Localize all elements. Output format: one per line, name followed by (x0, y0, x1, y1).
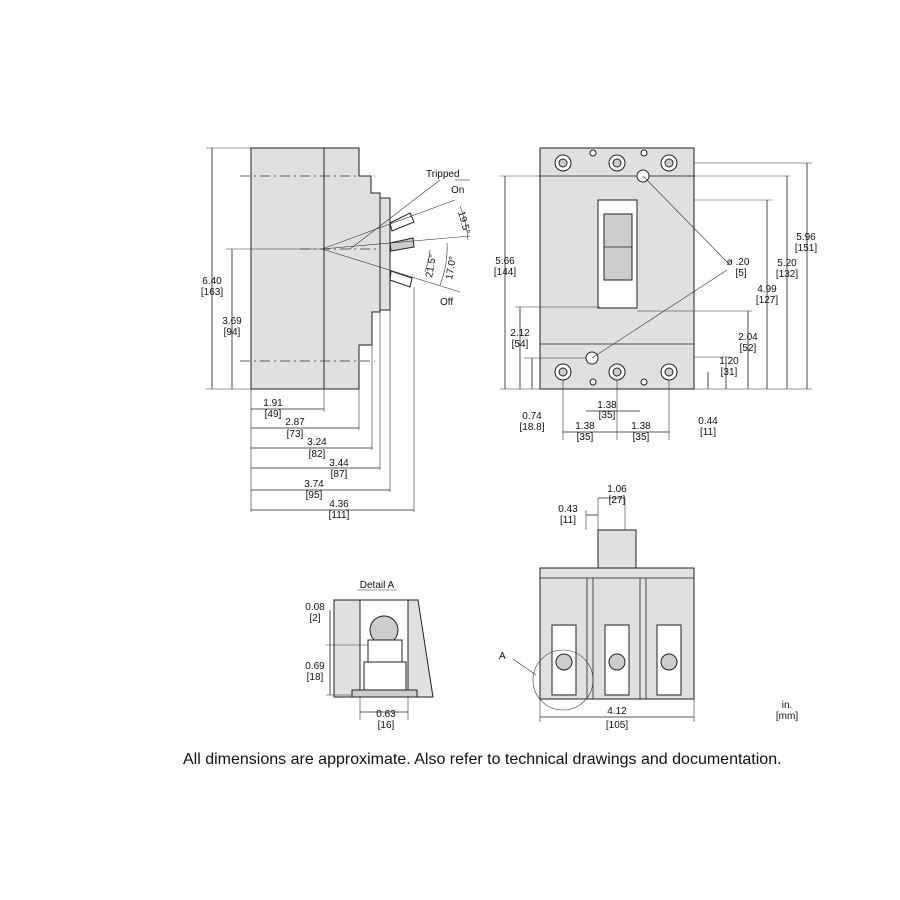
dim-499-in: 4.99 (757, 284, 777, 295)
dim-008-mm: [2] (309, 613, 320, 624)
side-view-base (250, 147, 325, 390)
dim-pitch-left-in: 1.38 (575, 421, 595, 432)
dim-212-mm: [54] (512, 339, 529, 350)
dim-436-in: 4.36 (329, 499, 349, 510)
dim-pitch-mid-in: 1.38 (597, 400, 617, 411)
bottom-view-handle (597, 529, 637, 569)
dim-640-in: 6.40 (202, 276, 222, 287)
dim-043-in: 0.43 (558, 504, 578, 515)
dim-596-mm: [151] (795, 243, 817, 254)
side-view (206, 147, 471, 512)
detail-ref-label: A (499, 651, 506, 662)
dim-hole-mm: [5] (735, 268, 746, 279)
dim-063-in: 0.63 (376, 709, 396, 720)
label-off: Off (440, 297, 453, 308)
side-view-cover (323, 147, 381, 390)
dim-120-in: 1.20 (719, 356, 739, 367)
dim-106-mm: [27] (609, 495, 626, 506)
handle-boss (379, 197, 391, 311)
bottom-view-terminals (551, 624, 682, 696)
dim-pitch-left-mm: [35] (577, 432, 594, 443)
dim-324-in: 3.24 (307, 437, 327, 448)
dim-566-in: 5.66 (495, 256, 515, 267)
dim-287-mm: [73] (287, 429, 304, 440)
dim-212-in: 2.12 (510, 328, 530, 339)
handle-off (389, 270, 413, 288)
dim-044-mm: [11] (700, 427, 716, 438)
handle-tripped (389, 237, 415, 252)
dim-369-in: 3.69 (222, 316, 242, 327)
dim-pitch-right-in: 1.38 (631, 421, 651, 432)
dim-074-mm: [18.8] (519, 422, 544, 433)
dim-436-mm: [111] (329, 510, 350, 521)
dim-324-mm: [82] (309, 449, 326, 460)
dim-369-mm: [94] (224, 327, 241, 338)
dim-374-mm: [95] (306, 490, 323, 501)
dim-063-mm: [16] (378, 720, 395, 731)
label-tripped: Tripped (426, 169, 460, 180)
detail-a-callout-circle (532, 649, 594, 711)
dim-287-in: 2.87 (285, 417, 305, 428)
dim-520-mm: [132] (776, 269, 798, 280)
dim-106-in: 1.06 (607, 484, 627, 495)
dim-596-in: 5.96 (796, 232, 816, 243)
label-on: On (451, 185, 464, 196)
dim-566-mm: [144] (494, 267, 516, 278)
dim-069-mm: [18] (307, 672, 324, 683)
dim-520-in: 5.20 (777, 258, 797, 269)
detail-a (326, 599, 434, 720)
dim-191-in: 1.91 (263, 398, 283, 409)
dim-pitch-mid-mm: [35] (599, 410, 616, 421)
dim-344-in: 3.44 (329, 458, 349, 469)
dim-204-in: 2.04 (738, 332, 758, 343)
angle-170: 17.0° (444, 255, 459, 280)
angle-195: 19.5° (455, 210, 472, 236)
dim-412-in: 4.12 (607, 706, 627, 717)
dim-499-mm: [127] (756, 295, 778, 306)
dim-074-in: 0.74 (522, 411, 542, 422)
dimension-labels: 6.40 [163] 3.69 [94] 1.91 [49] 2.87 [73]… (201, 169, 817, 731)
dim-120-mm: [31] (721, 367, 738, 378)
dim-412-mm: [105] (606, 720, 628, 731)
dim-640-mm: [163] (201, 287, 223, 298)
dim-043-mm: [11] (560, 515, 576, 526)
dim-374-in: 3.74 (304, 479, 324, 490)
dim-pitch-right-mm: [35] (633, 432, 650, 443)
units-in: in. (782, 700, 793, 711)
dim-008-in: 0.08 (305, 602, 325, 613)
dim-204-mm: [52] (740, 343, 757, 354)
footnote: All dimensions are approximate. Also ref… (183, 751, 782, 768)
top-terminals (554, 149, 678, 172)
dim-hole-in: ø .20 (727, 257, 750, 268)
front-view (500, 147, 812, 440)
units-mm: [mm] (776, 711, 798, 722)
angle-215: 21.5° (424, 253, 439, 278)
dim-044-in: 0.44 (698, 416, 718, 427)
dim-069-in: 0.69 (305, 661, 325, 672)
detail-a-title: Detail A (360, 580, 395, 591)
dim-344-mm: [87] (331, 469, 348, 480)
dim-191-mm: [49] (265, 409, 282, 420)
bottom-view (512, 497, 695, 722)
